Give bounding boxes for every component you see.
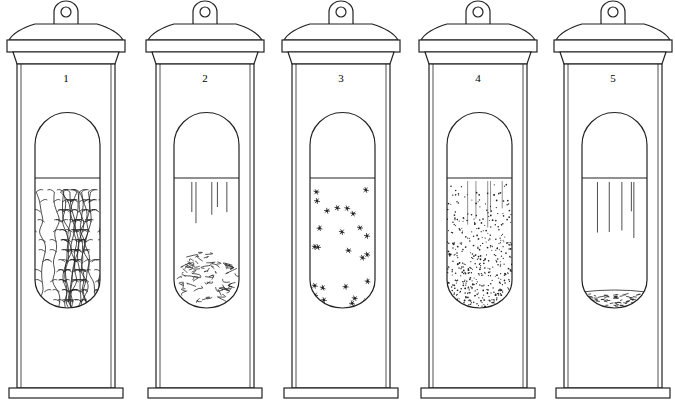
callout-number: 3 (280, 72, 402, 84)
specimen-jar: 1 (5, 0, 127, 403)
specimen-jar: 3 (280, 0, 402, 403)
jar-drawing (5, 0, 127, 403)
specimen-jar: 2 (144, 0, 266, 403)
callout-number: 1 (5, 72, 127, 84)
specimen-jar: 4 (417, 0, 539, 403)
jar-drawing (144, 0, 266, 403)
jar-drawing (552, 0, 674, 403)
jar-drawing (417, 0, 539, 403)
callout-number: 4 (417, 72, 539, 84)
callout-number: 2 (144, 72, 266, 84)
callout-number: 5 (552, 72, 674, 84)
specimen-jar: 5 (552, 0, 674, 403)
jar-drawing (280, 0, 402, 403)
